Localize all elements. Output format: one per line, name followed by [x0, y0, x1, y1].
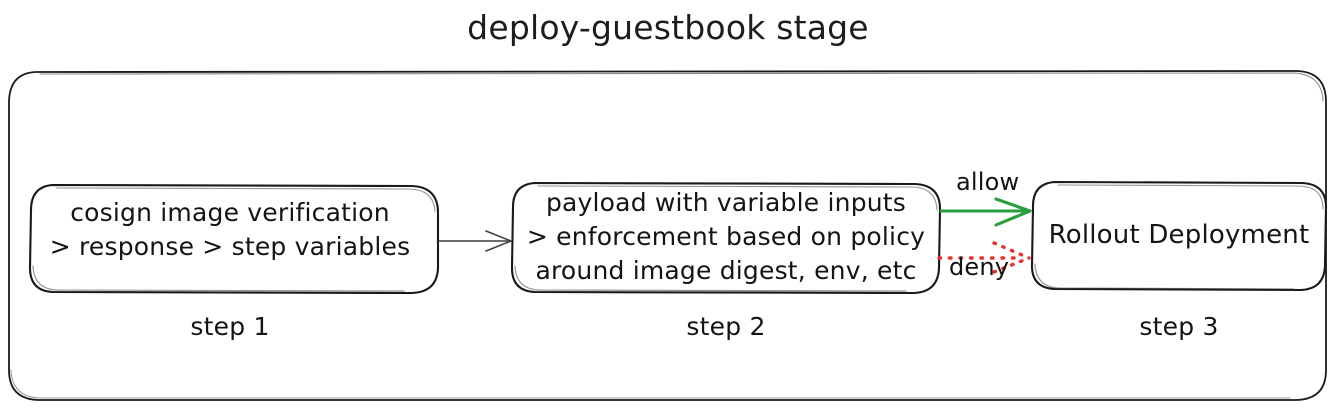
diagram-title: deploy-guestbook stage [467, 8, 869, 47]
step-3-caption: step 3 [1139, 312, 1219, 341]
step-2-line-1: payload with variable inputs [545, 188, 907, 217]
edge-allow-arrow [939, 197, 1032, 227]
step-3-line-1: Rollout Deployment [1048, 220, 1310, 250]
step-3-node-text: Rollout Deployment [1034, 218, 1324, 252]
step-2-caption: step 2 [686, 312, 766, 341]
step-1-caption: step 1 [190, 312, 270, 341]
edge-label-allow: allow [956, 168, 1020, 196]
step-1-line-1: cosign image verification [70, 198, 390, 227]
step-1-node-text: cosign image verification > response > s… [28, 196, 432, 264]
step-2-line-3: around image digest, env, etc [535, 256, 917, 285]
step-2-line-2: > enforcement based on policy [526, 222, 926, 251]
edge-label-deny: deny [949, 253, 1010, 281]
step-2-node-text: payload with variable inputs > enforceme… [508, 186, 944, 288]
step-1-line-2: > response > step variables [49, 232, 411, 261]
edge-step1-step2-arrow [438, 230, 512, 252]
